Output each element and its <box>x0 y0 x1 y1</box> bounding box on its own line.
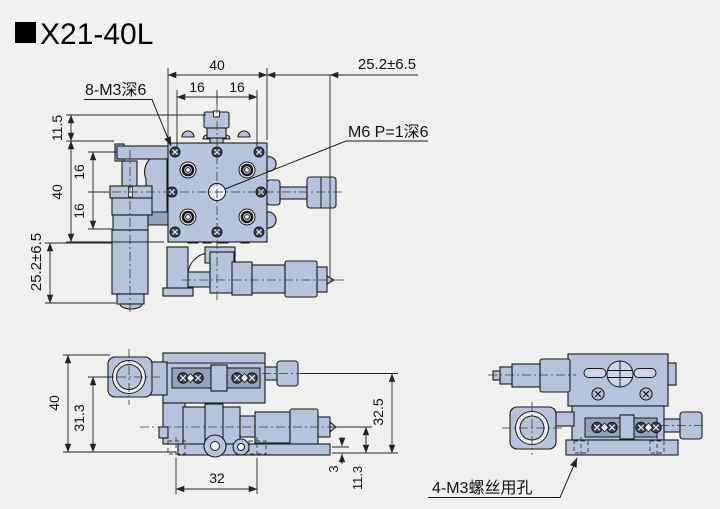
right-edge-boss-2 <box>266 211 277 229</box>
top-view <box>95 104 345 312</box>
side-mic-barrel <box>511 363 541 388</box>
dim-travel-bottom: 25.2±6.5 <box>28 233 45 291</box>
bottom-mic-barrel <box>251 264 286 294</box>
left-mic-mount <box>112 214 149 231</box>
model-name: X21-40L <box>40 18 153 51</box>
dim-top-axis-height: 32.5 <box>370 398 386 425</box>
bottom-clamp <box>209 251 235 294</box>
dim-left-width: 40 <box>49 184 65 200</box>
front-lower-tab <box>158 426 169 439</box>
dim-base-thickness: 3 <box>326 465 341 472</box>
side-top-screws <box>591 387 653 401</box>
top-screwhead-4 <box>237 130 251 138</box>
front-rail-screws <box>177 372 258 384</box>
dim-left-half-lower: 16 <box>71 203 87 219</box>
label-center-hole: M6 P=1深6 <box>348 123 429 141</box>
label-corner-holes: 8-M3深6 <box>85 81 146 99</box>
dim-top-width: 40 <box>209 57 225 73</box>
top-screwhead-1 <box>181 130 195 138</box>
dim-screw-height: 11.5 <box>49 115 65 141</box>
label-mount-holes: 4-M3螺丝用孔 <box>432 479 532 497</box>
side-view <box>488 353 706 457</box>
page-title: X21-40L <box>15 18 153 51</box>
dim-front-height: 40 <box>46 395 62 411</box>
dim-hole-spacing: 32 <box>209 470 225 486</box>
counterbore-holes <box>179 161 256 226</box>
front-hidden-hole-left <box>167 440 186 455</box>
bottom-mic-thimble <box>284 260 318 298</box>
left-arm <box>116 145 169 160</box>
side-mic-thimble <box>539 358 571 393</box>
right-knob-boss <box>266 179 281 206</box>
clamp-screw-neck <box>206 127 227 139</box>
top-view-dimensions: 40 16 16 25.2±6.5 11.5 16 16 40 2 <box>28 56 429 304</box>
front-view-dimensions: 40 31.3 32 3 11.3 32.5 <box>46 354 398 494</box>
left-clamp-body <box>111 197 153 216</box>
front-view <box>100 349 372 458</box>
side-mic-tip <box>492 370 501 381</box>
bottom-spindle <box>187 271 211 288</box>
side-slot-left <box>583 368 607 378</box>
dim-travel-right: 25.2±6.5 <box>358 56 416 73</box>
front-roller-2-hub <box>237 443 245 451</box>
dim-front-axis-height: 31.3 <box>71 404 87 431</box>
bottom-bracket-column <box>166 246 189 291</box>
right-knob-stem <box>279 186 308 200</box>
dim-left-half-upper: 16 <box>71 164 87 180</box>
left-mic-tip <box>119 303 143 310</box>
left-spindle <box>121 160 138 189</box>
dim-top-half-right: 16 <box>229 79 245 95</box>
side-slot-right <box>633 368 657 378</box>
bottom-mic-block <box>231 261 253 296</box>
bottom-bracket-foot <box>162 287 194 297</box>
left-mic-cap <box>116 293 145 305</box>
side-mic-cap <box>499 366 513 385</box>
front-hidden-hole-right <box>248 440 267 455</box>
dim-top-half-left: 16 <box>189 79 205 95</box>
front-roller-1-hub <box>210 441 220 451</box>
title-bullet-icon <box>15 22 36 43</box>
side-terminal-clamp <box>619 414 635 440</box>
bottom-mic-cap <box>316 266 328 293</box>
front-base-plate <box>177 443 331 456</box>
side-top-tab <box>667 362 677 386</box>
front-mic-barrel <box>254 411 291 444</box>
dim-axis-to-base: 11.3 <box>350 466 365 490</box>
side-view-label: 4-M3螺丝用孔 <box>428 457 578 498</box>
side-terminal-screws <box>591 421 662 434</box>
front-rail-clamp <box>210 364 228 392</box>
clamp-screw-notch <box>213 110 220 118</box>
front-mic-spindle <box>239 415 256 438</box>
